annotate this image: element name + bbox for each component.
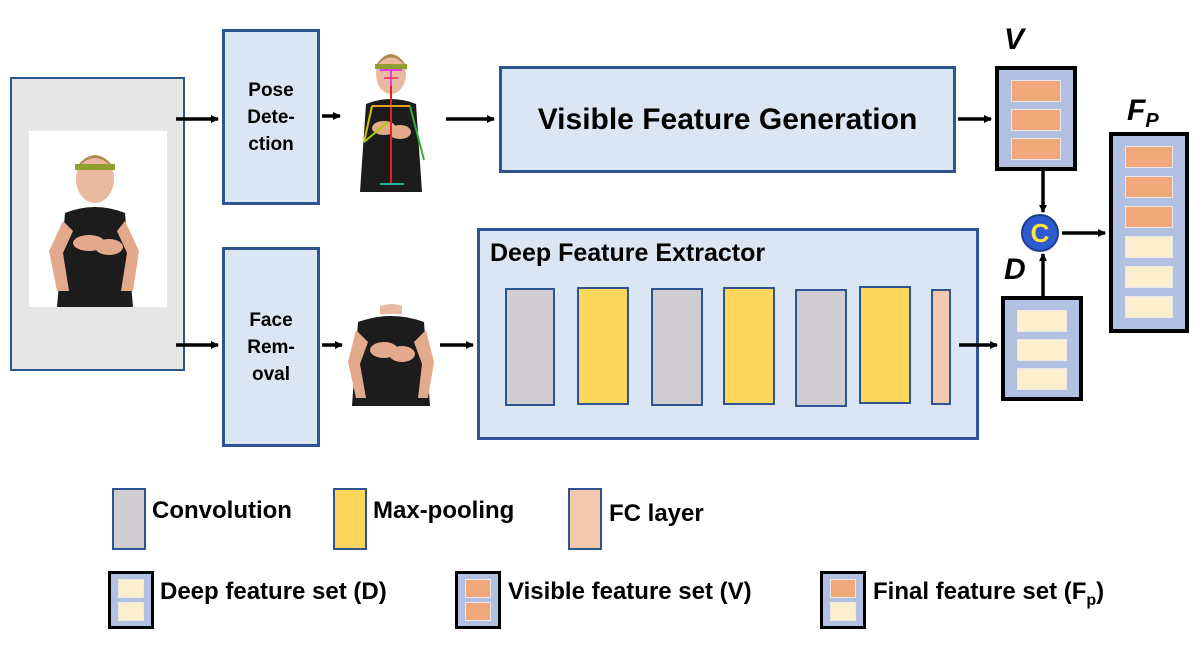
legend-visible-cell-1 [465,579,491,598]
legend-convolution-label: Convolution [152,497,292,524]
pose-detection-line-1: Pose [248,79,294,101]
visible-feature-generation-box: Visible Feature Generation [499,66,956,173]
concat-symbol: C [1030,218,1050,248]
fp-cell-3 [1125,206,1173,228]
fp-label-main: F [1127,94,1146,127]
fp-cell-6 [1125,296,1173,318]
legend-final-prefix: Final feature set (F [873,578,1087,605]
fp-label-sub: P [1145,110,1159,132]
face-removal-line-2: Rem- [247,336,295,358]
legend-visible-cell-2 [465,602,491,621]
input-photo [29,131,167,307]
v-cell-1 [1011,80,1061,102]
legend-deep-set-swatch [108,571,154,629]
face-removal-box: Face Rem- oval [222,247,320,447]
d-cell-1 [1017,310,1067,332]
conv-layer-3 [795,289,847,407]
legend-visible-set-swatch [455,571,501,629]
d-cell-2 [1017,339,1067,361]
v-cell-2 [1011,109,1061,131]
face-removal-line-1: Face [249,309,293,331]
legend-fc-swatch [568,488,602,550]
fp-cell-5 [1125,266,1173,288]
person-signing-illustration [49,155,139,307]
concat-operator: C [1021,214,1059,252]
legend-deep-cell-1 [118,579,144,598]
maxpool-layer-3 [859,286,911,404]
d-cell-3 [1017,368,1067,390]
deep-feature-extractor-label: Deep Feature Extractor [490,239,766,267]
fp-cell-2 [1125,176,1173,198]
legend-visible-set-label: Visible feature set (V) [508,578,752,605]
legend-final-suffix: ) [1096,578,1105,605]
fp-cell-1 [1125,146,1173,168]
pose-detection-box: Pose Dete- ction [222,29,320,205]
pose-detection-line-2: Dete- [247,106,295,128]
legend-final-set-label: Final feature set (Fp) [873,578,1104,610]
deep-feature-extractor-box: Deep Feature Extractor [477,228,979,440]
fp-cell-4 [1125,236,1173,258]
v-label: V [1004,23,1025,56]
legend-final-cell-1 [830,579,856,598]
deep-feature-set-d [1001,296,1083,401]
input-image-panel [10,77,185,371]
legend-deep-cell-2 [118,602,144,621]
legend-final-set-swatch [820,571,866,629]
face-removed-photo [346,302,436,406]
visible-feature-set-v [995,66,1077,171]
legend-final-sub: p [1086,591,1097,609]
legend-deep-set-label: Deep feature set (D) [160,578,387,605]
v-cell-3 [1011,138,1061,160]
conv-layer-2 [651,288,703,406]
maxpool-layer-2 [723,287,775,405]
final-feature-set-fp [1109,132,1189,333]
conv-layer-1 [505,288,555,406]
fp-label: FP [1127,94,1159,133]
legend-fc-label: FC layer [609,500,704,527]
pose-skeleton-photo [344,42,438,192]
legend-maxpool-swatch [333,488,367,550]
visible-feature-generation-label: Visible Feature Generation [537,103,918,136]
legend-convolution-swatch [112,488,146,550]
fc-layer [931,289,951,405]
maxpool-layer-1 [577,287,629,405]
legend-final-cell-2 [830,602,856,621]
pose-detection-line-3: ction [248,133,294,155]
d-label: D [1004,253,1026,286]
face-removal-line-3: oval [251,363,290,385]
legend-maxpool-label: Max-pooling [373,497,515,524]
